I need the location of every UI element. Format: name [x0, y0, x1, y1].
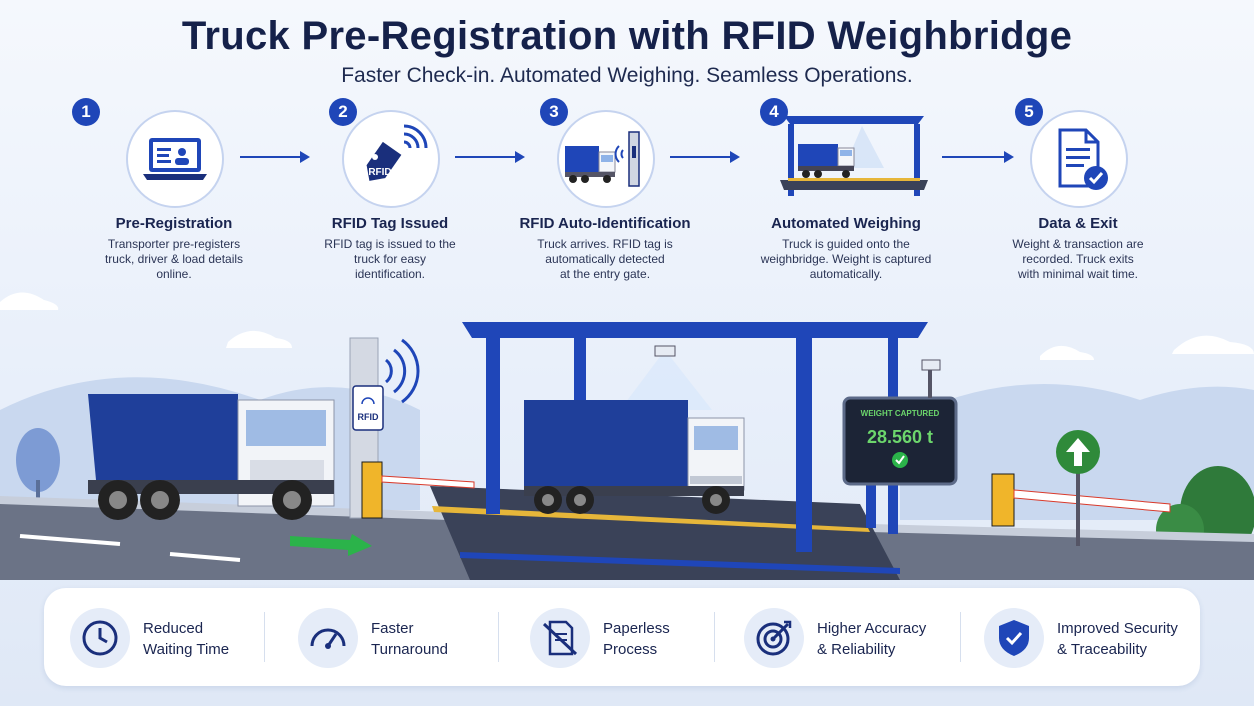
cloud	[226, 330, 292, 348]
step-icon-circle: RFID	[342, 110, 440, 208]
benefit-icon-circle	[744, 608, 804, 668]
benefit-label: Reduced Waiting Time	[143, 620, 230, 658]
step-title: Data & Exit	[1038, 215, 1118, 232]
step-title: Automated Weighing	[771, 215, 921, 232]
divider	[714, 612, 715, 662]
benefit-label: Improved Security & Traceability	[1057, 620, 1178, 658]
weighbridge-scene: RFID WEIGHT CAPTURED 28.560 t	[0, 292, 1254, 580]
step-automated-weighing: 4 Automated Weighing Truck is guided ont…	[752, 98, 940, 298]
step-description: RFID tag is issued to the truck for easy…	[324, 237, 456, 281]
weight-display	[842, 396, 958, 486]
step-title: RFID Tag Issued	[331, 215, 449, 232]
step-icon-circle	[126, 110, 224, 208]
weighbridge-icon	[780, 116, 928, 196]
page-subtitle: Faster Check-in. Automated Weighing. Sea…	[341, 64, 913, 87]
camera-icon	[654, 345, 676, 357]
cloud	[0, 292, 59, 310]
benefit-icon-circle	[984, 608, 1044, 668]
step-title: RFID Auto-Identification	[519, 215, 691, 232]
step-number: 5	[1015, 98, 1043, 126]
divider	[264, 612, 265, 662]
canopy-roof	[462, 322, 928, 338]
step-description: Truck arrives. RFID tag is automatically…	[537, 237, 673, 281]
flow-arrow	[455, 151, 525, 163]
document-check-icon	[1058, 128, 1108, 190]
step-data-exit: 5 Data & Exit Weight & transaction are r…	[973, 98, 1183, 298]
weight-display-heading: WEIGHT CAPTURED	[861, 409, 940, 418]
target-icon	[756, 620, 792, 656]
benefits-bar: Reduced Waiting Time Faster Turnaround	[44, 588, 1200, 686]
divider	[960, 612, 961, 662]
flow-arrow	[240, 151, 310, 163]
rfid-tag-icon: RFID	[366, 124, 428, 181]
step-icon-circle	[1030, 110, 1128, 208]
step-pre-registration: 1 Pre-Registration Transporter pre-regis…	[69, 98, 279, 298]
exit-barrier	[991, 473, 1015, 527]
scan-beam	[620, 350, 712, 410]
benefit-icon-circle	[298, 608, 358, 668]
tree	[16, 428, 60, 492]
laptop-icon	[143, 138, 207, 180]
divider	[498, 612, 499, 662]
benefit-icon-circle	[530, 608, 590, 668]
step-number: 1	[72, 98, 100, 126]
green-road-arrow	[290, 534, 372, 556]
speedometer-icon	[310, 628, 346, 649]
cctv-camera-icon	[921, 359, 941, 371]
clock-icon	[82, 620, 118, 656]
truck-dump-body	[524, 400, 688, 486]
step-icon-circle	[557, 110, 655, 208]
benefit-icon-circle	[70, 608, 130, 668]
step-title: Pre-Registration	[115, 215, 233, 232]
shield-check-icon	[999, 620, 1029, 656]
step-number: 2	[329, 98, 357, 126]
flow-arrow	[942, 151, 1014, 163]
rfid-reader-label: RFID	[358, 412, 379, 422]
flow-arrow	[670, 151, 740, 163]
truck-dump-body	[88, 394, 238, 480]
canopy-pillar	[486, 338, 500, 514]
step-rfid-auto-identification: 3 RFID Auto-Identification Truck arrives…	[500, 98, 710, 298]
benefit-label: Paperless Process	[603, 620, 670, 658]
step-description: Weight & transaction are recorded. Truck…	[1012, 237, 1144, 281]
step-number: 4	[760, 98, 788, 126]
entry-barrier	[361, 461, 383, 519]
truck-reader-icon	[565, 131, 640, 187]
benefit-label: Faster Turnaround	[371, 620, 448, 658]
step-number: 3	[540, 98, 568, 126]
step-rfid-tag-issued: 2 RFID RFID Tag Issued RFID tag is issue…	[285, 98, 495, 298]
rfid-tag-label: RFID	[368, 167, 391, 178]
weight-display-value: 28.560 t	[867, 427, 933, 447]
cloud	[1172, 335, 1254, 354]
page-title: Truck Pre-Registration with RFID Weighbr…	[181, 14, 1073, 58]
cloud	[1040, 345, 1094, 360]
step-description: Truck is guided onto the weighbridge. We…	[760, 237, 932, 281]
benefit-label: Higher Accuracy & Reliability	[817, 620, 927, 658]
no-paper-icon	[542, 620, 578, 656]
step-description: Transporter pre-registers truck, driver …	[104, 237, 244, 281]
canopy-pillar	[796, 338, 812, 552]
